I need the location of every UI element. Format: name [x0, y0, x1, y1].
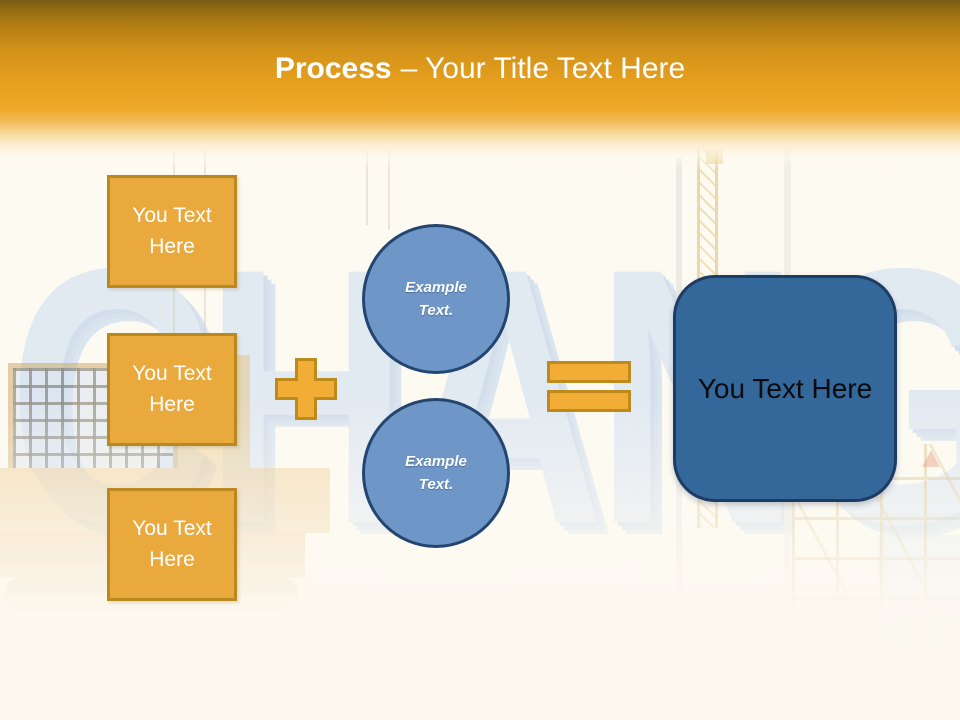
example-circle-1[interactable]: Example Text. — [362, 224, 510, 374]
text-box-3-label: You Text Here — [132, 517, 212, 571]
equals-icon[interactable] — [547, 361, 632, 419]
result-box-label: You Text Here — [697, 372, 873, 404]
slide-title-bold: Process — [274, 52, 392, 85]
result-box[interactable]: You Text Here — [673, 275, 897, 502]
slide-title-rest: – Your Title Text Here — [400, 52, 686, 85]
traffic-cone-illustration — [922, 450, 940, 467]
text-box-1-label: You Text Here — [132, 204, 212, 258]
text-box-3[interactable]: You Text Here — [107, 488, 237, 601]
plus-icon[interactable] — [275, 358, 337, 425]
example-circle-1-label: Example Text. — [405, 278, 467, 319]
example-circle-2[interactable]: Example Text. — [362, 398, 510, 548]
text-box-1[interactable]: You Text Here — [107, 175, 237, 288]
example-circle-2-label: Example Text. — [405, 452, 467, 493]
text-box-2-label: You Text Here — [132, 362, 212, 416]
slide-title[interactable]: Process– Your Title Text Here — [0, 52, 960, 86]
text-box-2[interactable]: You Text Here — [107, 333, 237, 446]
